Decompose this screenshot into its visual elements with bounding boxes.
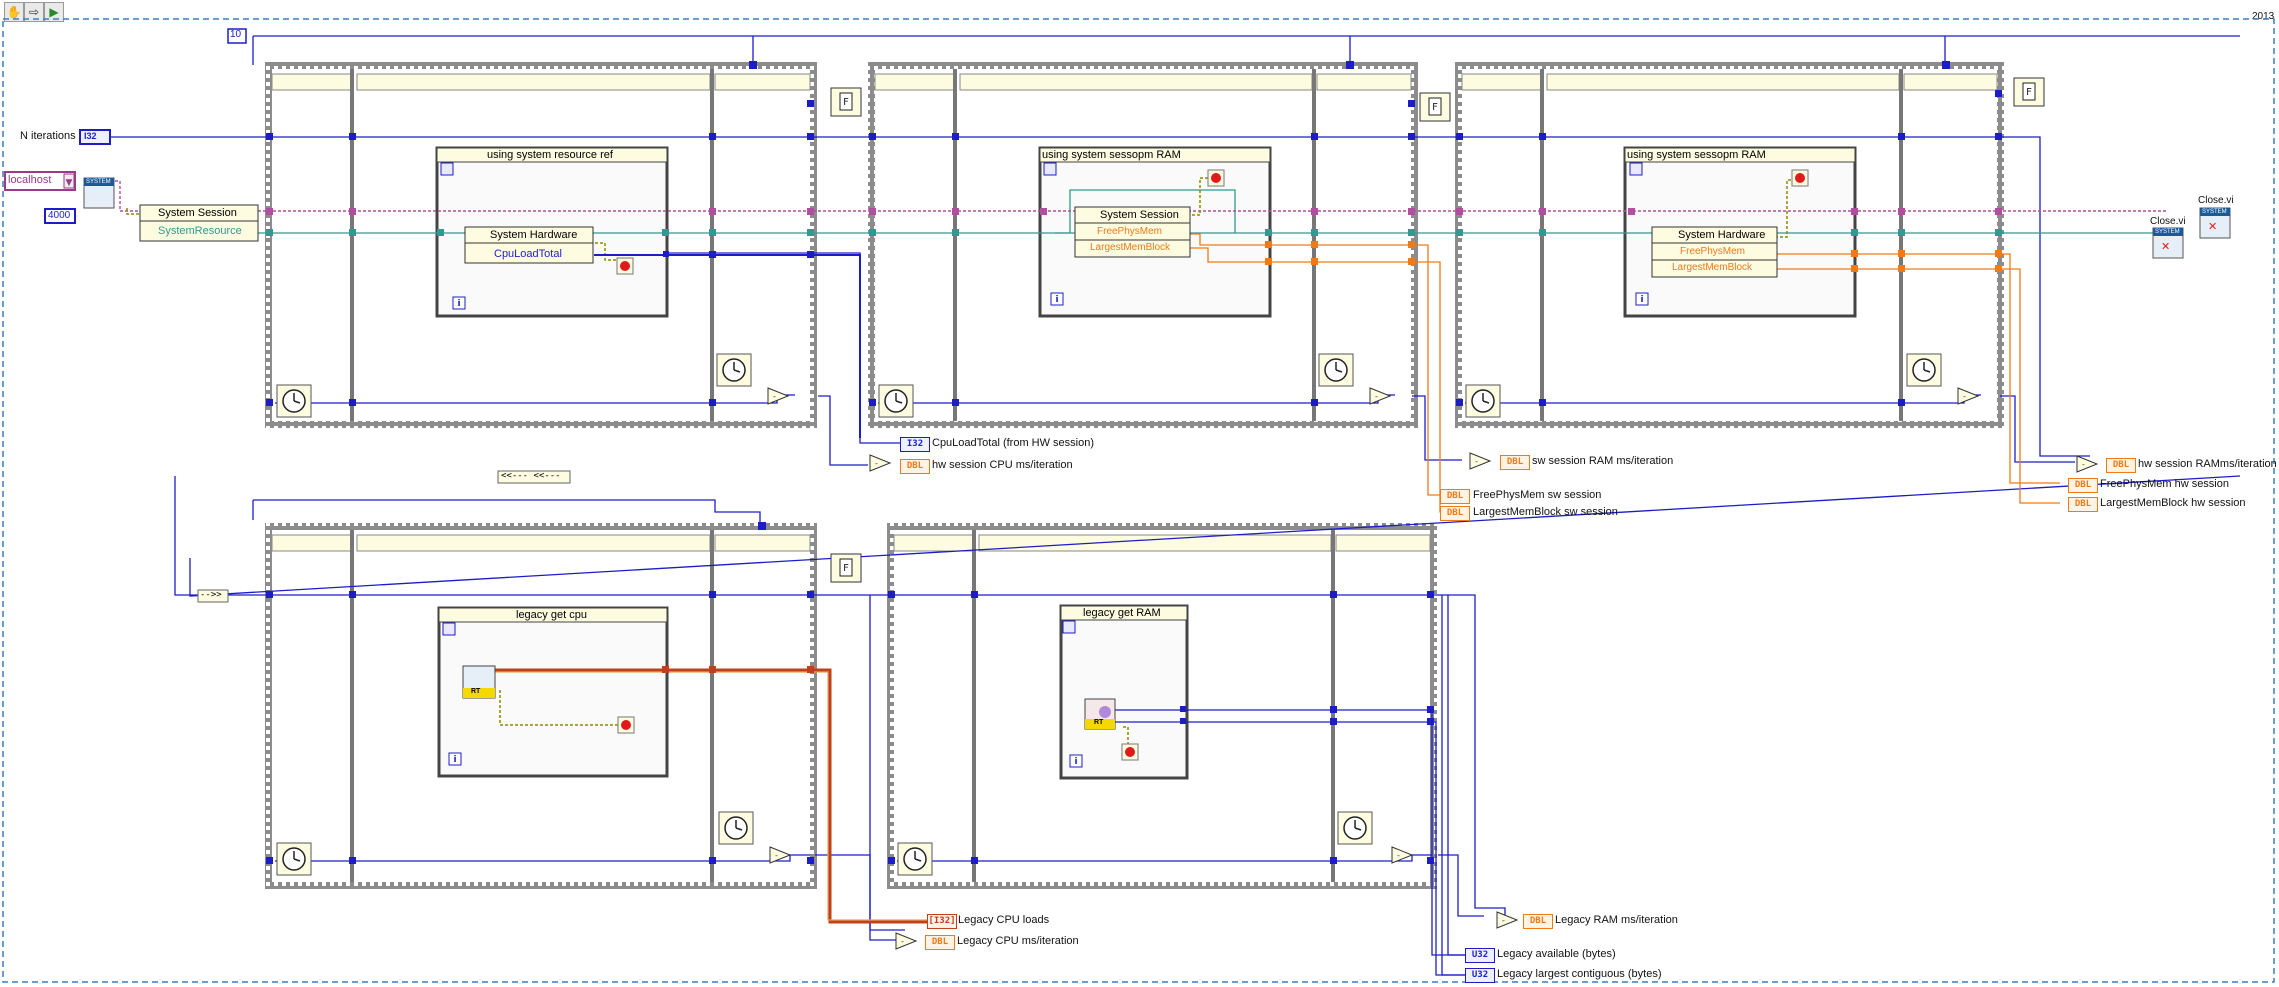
legacy-cpu-ms-indicator[interactable]: DBL xyxy=(925,935,955,950)
largest-mem-hw-label: LargestMemBlock hw session xyxy=(2100,497,2246,509)
hw-node-3[interactable]: System Hardware xyxy=(1678,229,1766,241)
cpu-load-property[interactable]: CpuLoadTotal xyxy=(494,248,562,260)
version-label: 2013 xyxy=(2252,11,2275,22)
legacy-available-label: Legacy available (bytes) xyxy=(1497,948,1616,960)
svg-text:i: i xyxy=(1074,757,1077,767)
svg-text:i: i xyxy=(1055,295,1058,305)
run-icon[interactable]: ▶ xyxy=(44,2,64,22)
hw-cpu-ms-label: hw session CPU ms/iteration xyxy=(932,459,1073,471)
free-phys-sw-indicator[interactable]: DBL xyxy=(1440,489,1470,504)
hw-node-1[interactable]: System Hardware xyxy=(490,229,578,241)
shift-register-right: -->> xyxy=(200,590,222,600)
case-title-1: using system resource ref xyxy=(487,149,613,161)
largest-mem-block-property-sw[interactable]: LargestMemBlock xyxy=(1090,242,1171,253)
svg-text:▼: ▼ xyxy=(66,178,73,188)
free-phys-mem-property-sw[interactable]: FreePhysMem xyxy=(1097,226,1163,237)
svg-text:i: i xyxy=(453,755,456,765)
svg-text:✕: ✕ xyxy=(2208,220,2217,233)
system-session-node[interactable]: System Session xyxy=(158,207,237,219)
legacy-available-indicator[interactable]: U32 xyxy=(1465,948,1495,963)
property-node-hw-3 xyxy=(1651,226,1778,278)
property-node-session-2 xyxy=(1074,206,1191,258)
case-title-2: using system sessopm RAM xyxy=(1042,149,1181,161)
system-resource-property[interactable]: SystemResource xyxy=(158,225,242,237)
system-close-icon-2[interactable]: SYSTEM xyxy=(2202,209,2227,215)
loop-count-constant[interactable]: 10 xyxy=(230,29,242,40)
legacy-largest-indicator[interactable]: U32 xyxy=(1465,968,1495,983)
svg-text:✕: ✕ xyxy=(2161,240,2170,253)
case-title-5: legacy get RAM xyxy=(1083,607,1161,619)
legacy-cpu-loads-indicator[interactable]: [I32] xyxy=(927,914,957,929)
sw-ram-ms-label: sw session RAM ms/iteration xyxy=(1532,455,1674,467)
svg-text:i: i xyxy=(457,299,460,309)
free-phys-hw-indicator[interactable]: DBL xyxy=(2068,478,2098,493)
system-open-icon[interactable]: SYSTEM xyxy=(86,179,111,185)
host-input[interactable]: localhost xyxy=(8,174,52,186)
sw-ram-ms-indicator[interactable]: DBL xyxy=(1500,455,1530,470)
legacy-cpu-loads-label: Legacy CPU loads xyxy=(958,914,1050,926)
svg-text:i: i xyxy=(1640,295,1643,305)
close-vi-label-2: Close.vi xyxy=(2198,195,2234,206)
legacy-largest-label: Legacy largest contiguous (bytes) xyxy=(1497,968,1662,980)
hand-tool-icon[interactable]: ✋ xyxy=(4,2,24,22)
timeout-constant[interactable]: 4000 xyxy=(48,210,71,221)
step-arrow-icon[interactable]: ⇨ xyxy=(24,2,44,22)
free-phys-sw-label: FreePhysMem sw session xyxy=(1473,489,1602,501)
cpu-load-indicator[interactable]: I32 xyxy=(900,437,930,452)
legacy-cpu-vi[interactable]: RT xyxy=(471,688,481,695)
largest-mem-block-property-hw[interactable]: LargestMemBlock xyxy=(1672,262,1753,273)
hw-ram-ms-label: hw session RAMms/iteration xyxy=(2138,458,2277,470)
property-node-system-session xyxy=(139,204,259,242)
property-node-hw-1 xyxy=(464,226,594,264)
iterations-label: N iterations xyxy=(20,130,76,142)
legacy-cpu-ms-label: Legacy CPU ms/iteration xyxy=(957,935,1079,947)
close-vi-label-1: Close.vi xyxy=(2150,216,2186,227)
toolbar: ✋ ⇨ ▶ 2013 xyxy=(0,0,2279,24)
largest-mem-sw-indicator[interactable]: DBL xyxy=(1440,506,1470,521)
session-node-2[interactable]: System Session xyxy=(1100,209,1179,221)
legacy-ram-ms-indicator[interactable]: DBL xyxy=(1523,914,1553,929)
free-phys-mem-property-hw[interactable]: FreePhysMem xyxy=(1680,246,1746,257)
hw-ram-ms-indicator[interactable]: DBL xyxy=(2106,458,2136,473)
shift-register-left: <<--- <<--- xyxy=(501,471,561,481)
legacy-ram-vi[interactable]: RT xyxy=(1094,719,1104,726)
case-title-3: using system sessopm RAM xyxy=(1627,149,1766,161)
largest-mem-hw-indicator[interactable]: DBL xyxy=(2068,497,2098,512)
legacy-ram-ms-label: Legacy RAM ms/iteration xyxy=(1555,914,1678,926)
case-title-4: legacy get cpu xyxy=(516,609,587,621)
system-close-icon-1[interactable]: SYSTEM xyxy=(2155,229,2180,235)
largest-mem-sw-label: LargestMemBlock sw session xyxy=(1473,506,1618,518)
iterations-control[interactable]: I32 xyxy=(84,131,97,141)
cpu-load-indicator-label: CpuLoadTotal (from HW session) xyxy=(932,437,1095,449)
free-phys-hw-label: FreePhysMem hw session xyxy=(2100,478,2229,490)
hw-cpu-ms-indicator[interactable]: DBL xyxy=(900,459,930,474)
